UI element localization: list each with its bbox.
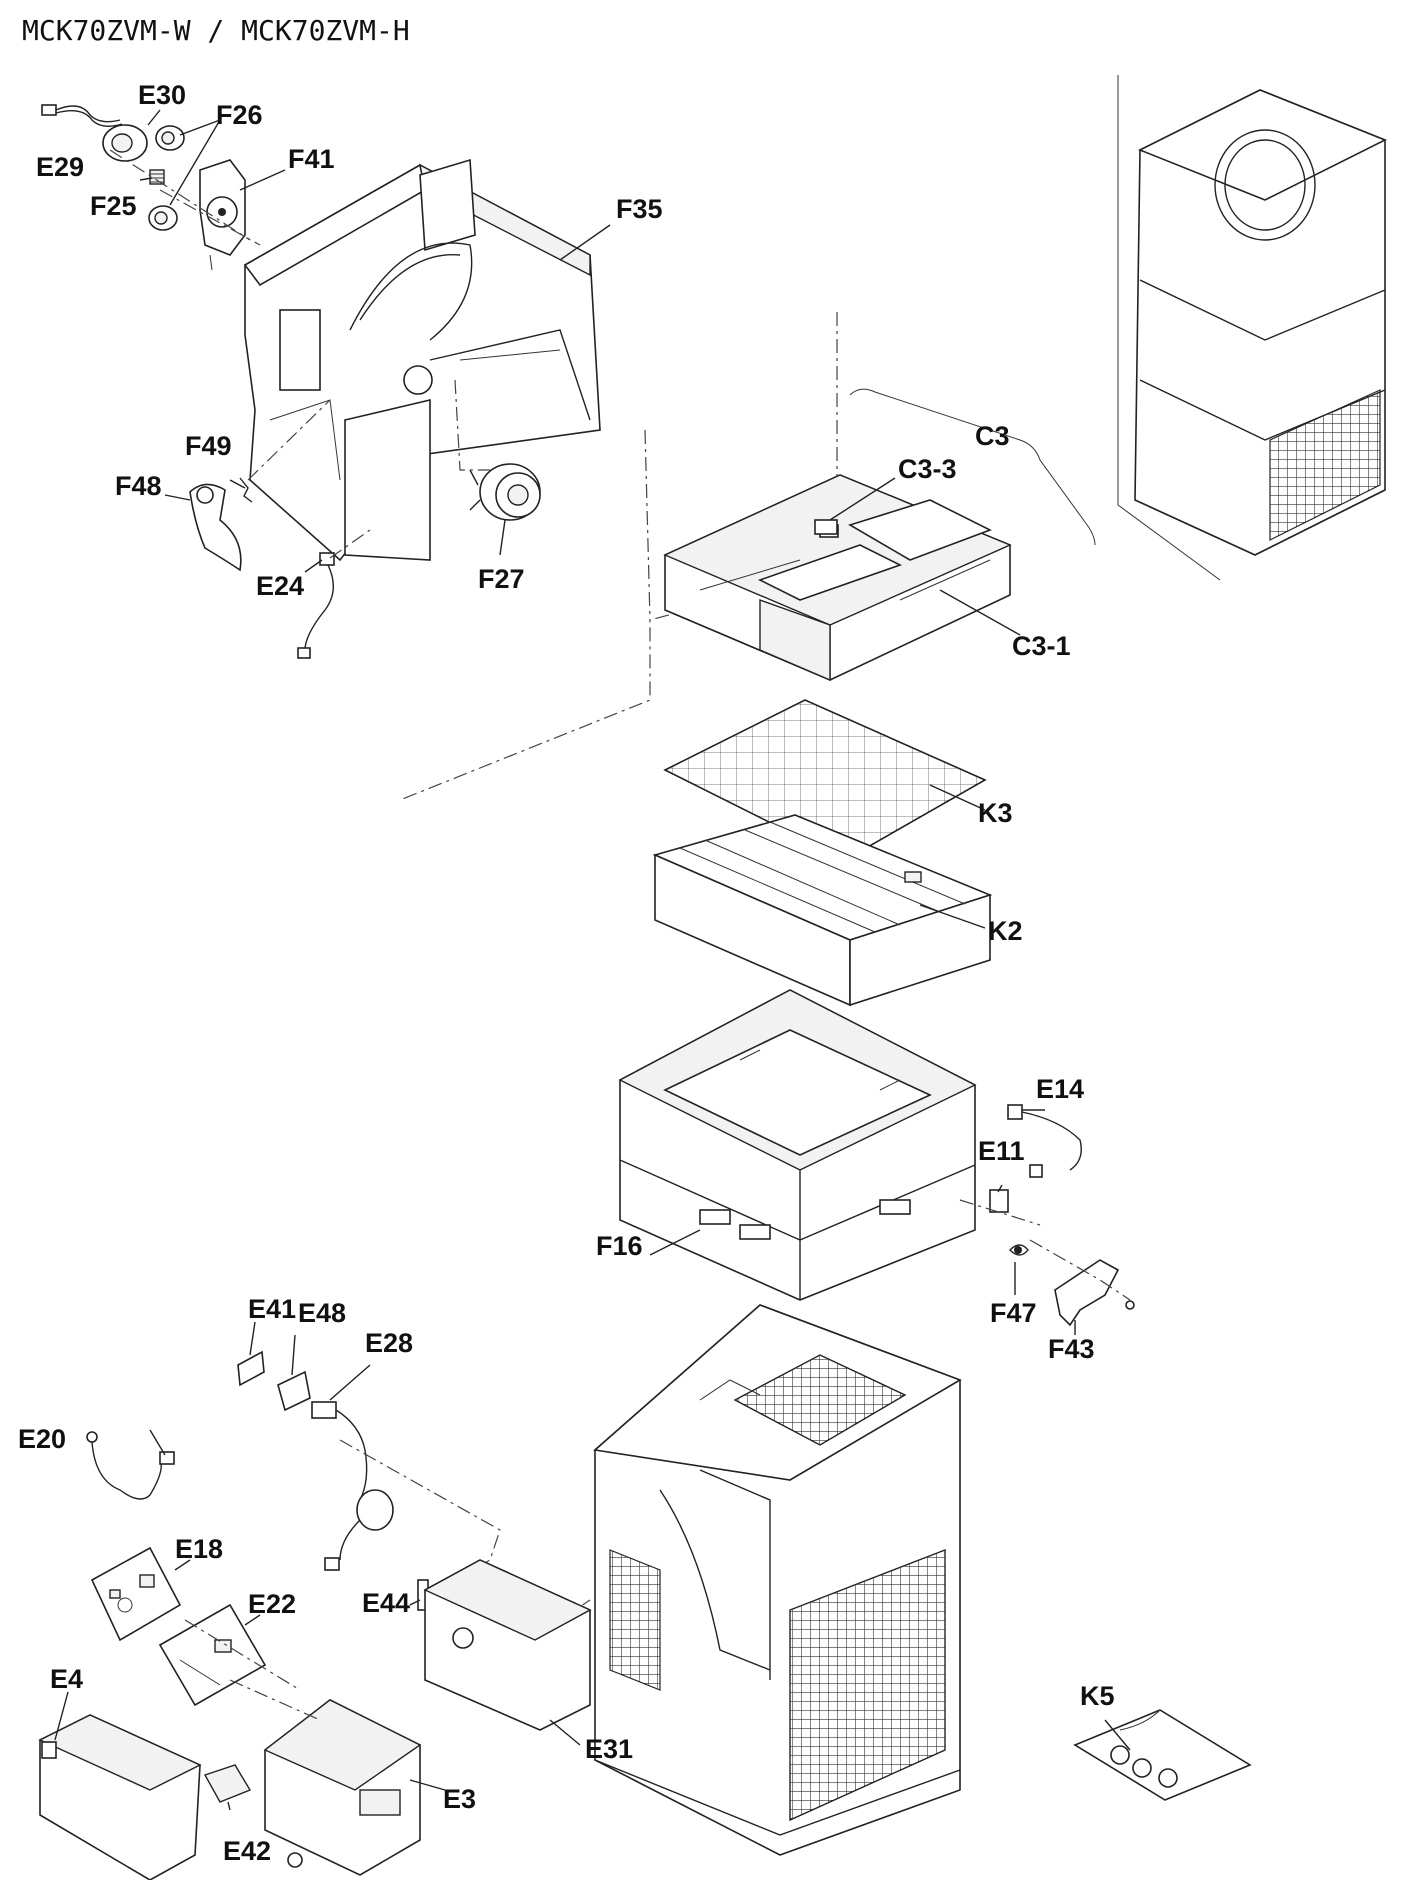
switch-e48 [277,1370,311,1412]
label-e31: E31 [585,1734,633,1764]
label-e28: E28 [365,1328,413,1358]
motor-e30 [102,124,148,162]
leader-lines [54,109,1131,1811]
label-f41: F41 [288,144,335,174]
label-e22: E22 [248,1589,296,1619]
label-e11: E11 [978,1136,1025,1166]
label-f47: F47 [990,1298,1037,1328]
assembled-unit-inset [1117,75,1387,581]
label-e3: E3 [443,1784,476,1814]
top-panel-c3-1 [663,474,1012,682]
pad-e42 [203,1764,252,1803]
gear-box-f41 [199,159,246,271]
label-e20: E20 [18,1424,66,1454]
label-k5: K5 [1080,1681,1115,1711]
fan-casing-assembly [243,158,601,562]
label-e29: E29 [36,152,84,182]
label-e24: E24 [256,571,304,601]
label-e14: E14 [1036,1074,1084,1104]
housing-box-f16 [618,989,977,1301]
sensor-cable-e24 [297,552,335,659]
lever-f43 [1029,1239,1135,1327]
model-title: MCK70ZVM-W / MCK70ZVM-H [22,14,410,47]
plate-e4 [38,1714,202,1880]
pcb-e18 [90,1546,182,1642]
label-e44: E44 [362,1588,410,1618]
label-c3: C3 [975,421,1010,451]
sensor-cable-e14 [1007,1104,1082,1178]
filter-block-k2 [652,814,993,1007]
label-f25: F25 [90,191,137,221]
control-box-e3 [263,1699,422,1876]
main-body-assembly [593,1304,962,1856]
label-f26: F26 [216,100,263,130]
accessory-bag-k5 [1073,1709,1252,1801]
label-e30: E30 [138,80,186,110]
label-c3-3: C3-3 [898,454,957,484]
label-f27: F27 [478,564,525,594]
label-e41: E41 [248,1294,296,1324]
label-e48: E48 [298,1298,346,1328]
label-k2: K2 [988,916,1023,946]
gear-f26 [148,125,185,231]
callout-labels: E30 F26 F41 E29 F25 F35 C3 C3-3 C3-1 F49… [18,80,1115,1866]
label-f48: F48 [115,471,162,501]
fan-motor-f27 [469,463,541,521]
wire-harness-e29 [41,104,123,127]
spring-f49 [239,477,253,503]
c3-3-part [814,519,838,535]
spring-f25 [149,169,165,185]
label-k3: K3 [978,798,1013,828]
switch-e11 [959,1189,1041,1226]
label-e18: E18 [175,1534,223,1564]
cover-e31 [423,1559,592,1731]
label-f49: F49 [185,431,232,461]
spring-f47 [1009,1244,1029,1256]
motor-cable-e28 [311,1401,394,1571]
label-f35: F35 [616,194,663,224]
bracket-e41 [237,1350,265,1387]
label-e4: E4 [50,1664,83,1694]
label-f16: F16 [596,1231,643,1261]
cam-f48 [189,483,242,572]
label-f43: F43 [1048,1334,1095,1364]
pcb-e22 [158,1603,267,1707]
label-c3-1: C3-1 [1012,631,1071,661]
label-e42: E42 [223,1836,271,1866]
wire-e20 [86,1431,175,1500]
